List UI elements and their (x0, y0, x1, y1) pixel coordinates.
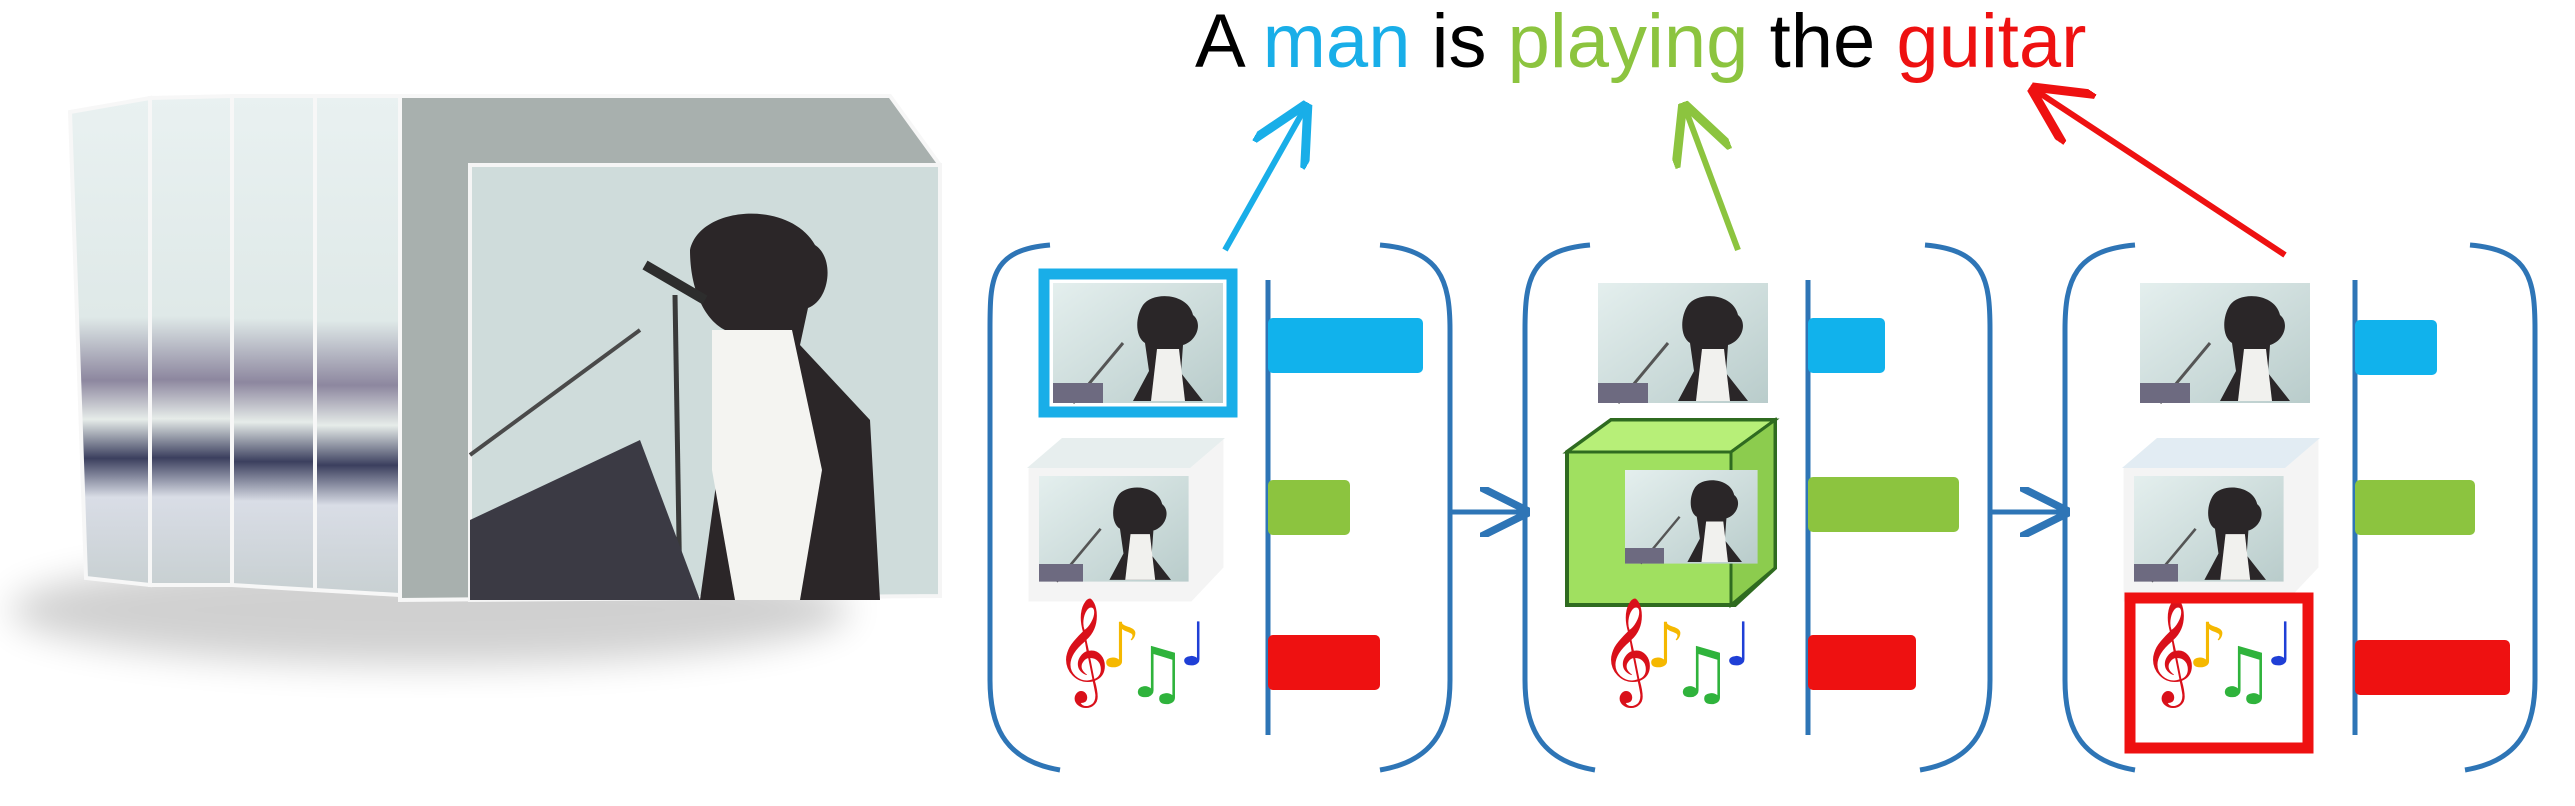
video-frame-front (398, 94, 942, 603)
audio-feature-icon (1600, 596, 1753, 714)
attention-step-3 (2062, 242, 2538, 773)
right-bracket (1919, 242, 1993, 773)
audio-feature-icon (1055, 596, 1208, 714)
attention-bar-image (2355, 320, 2437, 375)
image-feature-icon (1051, 281, 1225, 405)
arrow-to-guitar (2035, 90, 2287, 258)
attention-step-1 (987, 242, 1453, 773)
attention-bar-motion (1268, 480, 1350, 535)
right-bracket (1379, 242, 1453, 773)
right-bracket (2464, 242, 2538, 773)
image-feature-icon (2138, 281, 2312, 405)
attention-bar-image (1268, 318, 1423, 373)
attention-bar-image (1808, 318, 1885, 373)
caption-word-man: man (1262, 0, 1411, 84)
image-feature-icon (1596, 281, 1770, 405)
attention-bar-motion (2355, 480, 2475, 535)
caption-word-a: A (1195, 0, 1242, 84)
generated-caption: A man is playing the guitar (1195, 0, 2086, 85)
arrow-to-playing (1685, 108, 1741, 252)
motion-feature-icon (1025, 436, 1227, 605)
caption-word-playing: playing (1507, 0, 1749, 84)
motion-feature-icon (2120, 436, 2322, 605)
arrow-to-man (1222, 108, 1305, 252)
highlight-box-image (1038, 268, 1238, 418)
video-frame (230, 94, 317, 593)
left-bracket (987, 242, 1061, 773)
motion-feature-icon (1562, 417, 1780, 609)
caption-word-guitar: guitar (1896, 0, 2087, 84)
attention-bar-audio (1268, 635, 1380, 690)
attention-step-2 (1522, 242, 1993, 773)
attention-bar-audio (1808, 635, 1916, 690)
caption-word-is: is (1431, 0, 1487, 84)
audio-feature-icon (2142, 596, 2295, 714)
highlight-box-audio (2124, 592, 2314, 754)
video-frame (148, 93, 234, 587)
left-bracket (2062, 242, 2136, 773)
attention-bar-audio (2355, 640, 2510, 695)
attention-bar-motion (1808, 477, 1959, 532)
video-frames-stack-icon (10, 93, 942, 665)
video-frame (67, 95, 152, 588)
left-bracket (1522, 242, 1596, 773)
caption-word-the: the (1769, 0, 1876, 84)
